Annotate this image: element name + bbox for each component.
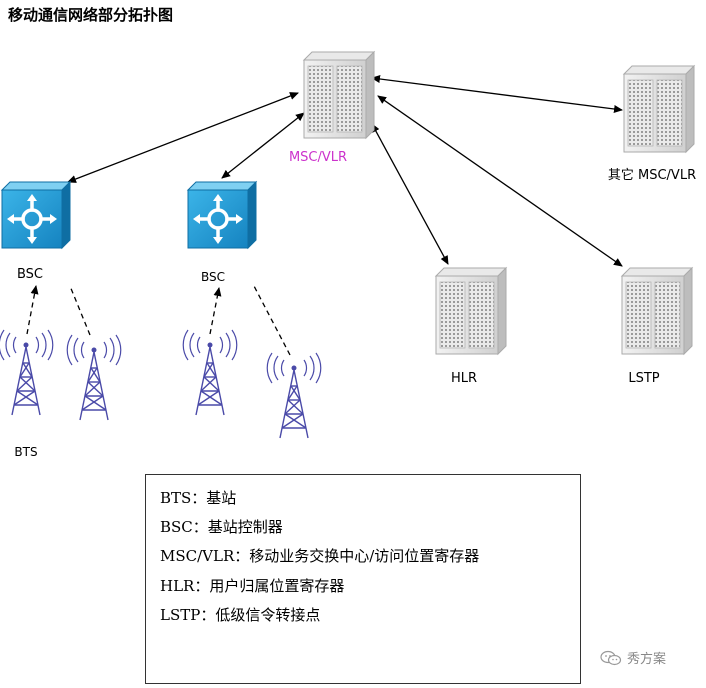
- hlr-server: [435, 267, 507, 355]
- legend-box: BTS：基站 BSC：基站控制器 MSC/VLR：移动业务交换中心/访问位置寄存…: [145, 474, 581, 684]
- bts-tower-4: [266, 352, 322, 439]
- msc-other-server: [623, 65, 695, 153]
- link-msc-bsc-mid: [221, 112, 305, 179]
- bsc-mid-label: BSC: [201, 270, 225, 284]
- lstp-label: LSTP: [628, 371, 659, 386]
- radio-link-1: [26, 285, 39, 335]
- legend-item-lstp: LSTP：低级信令转接点: [160, 606, 321, 624]
- bts-tower-1: [0, 329, 54, 416]
- msc-main-label: MSC/VLR: [289, 150, 347, 165]
- radio-link-2: [69, 285, 91, 336]
- bsc-left-icon: [0, 180, 72, 250]
- radio-links: [26, 285, 291, 356]
- legend-item-bsc: BSC：基站控制器: [160, 518, 283, 536]
- bts-tower-3: [182, 329, 238, 416]
- legend-item-bts: BTS：基站: [160, 489, 237, 507]
- hlr-label: HLR: [451, 371, 477, 386]
- bsc-mid-icon: [186, 180, 258, 250]
- bts-label: BTS: [14, 445, 37, 459]
- bsc-left-label: BSC: [17, 267, 43, 282]
- radio-link-3: [209, 287, 222, 335]
- bts-tower-2: [66, 334, 122, 421]
- watermark-text: 秀方案: [627, 652, 667, 667]
- watermark: 秀方案: [600, 648, 666, 667]
- lstp-server: [621, 267, 693, 355]
- legend-item-msc: MSC/VLR：移动业务交换中心/访问位置寄存器: [160, 547, 480, 565]
- legend-item-hlr: HLR：用户归属位置寄存器: [160, 577, 345, 595]
- links: [67, 75, 623, 267]
- link-msc-hlr: [371, 123, 449, 265]
- msc-other-label: 其它 MSC/VLR: [608, 167, 696, 183]
- diagram-title: 移动通信网络部分拓扑图: [8, 6, 174, 24]
- link-msc-bsc-left: [67, 92, 299, 183]
- link-msc-lstp: [377, 95, 623, 267]
- msc-main-server: [303, 51, 375, 139]
- link-msc-msc-other: [371, 75, 623, 113]
- radio-link-4: [253, 285, 291, 356]
- wechat-icon: [600, 650, 622, 665]
